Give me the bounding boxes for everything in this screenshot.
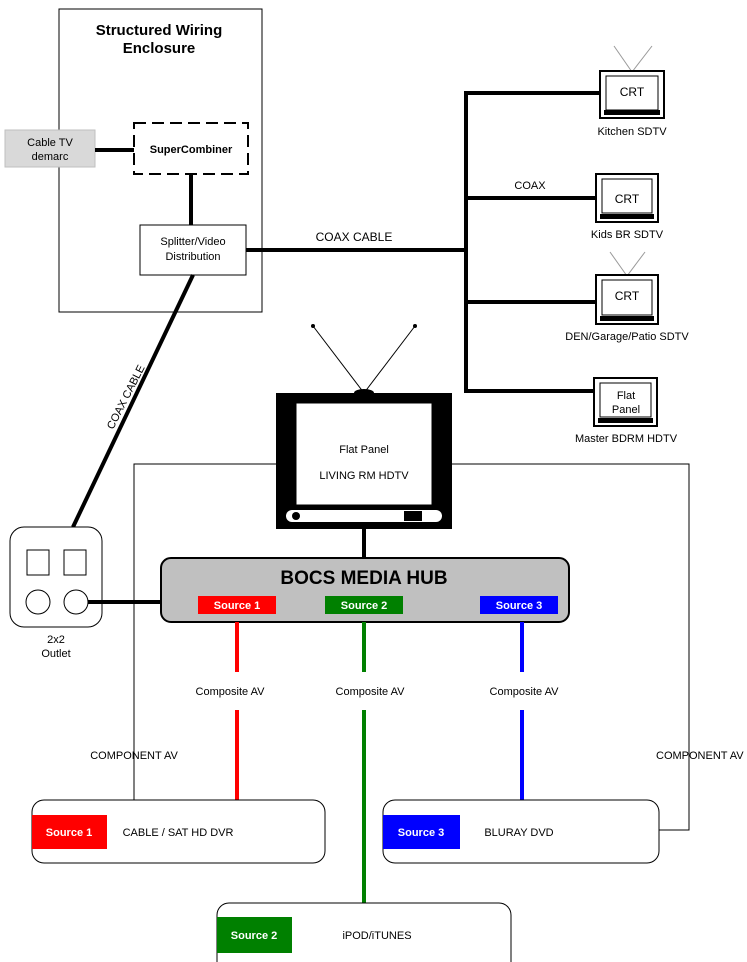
- hub-title: BOCS MEDIA HUB: [280, 568, 447, 589]
- enclosure-title-line2: Enclosure: [123, 40, 196, 57]
- device3-badge-label: Source 3: [398, 827, 444, 839]
- coax-branch-label: COAX: [514, 180, 546, 192]
- device1-badge-label: Source 1: [46, 827, 92, 839]
- den-tv: CRT: [595, 251, 659, 325]
- component-av-right-line: [452, 463, 690, 831]
- coax-cable-label: COAX CABLE: [316, 230, 393, 244]
- device2-source-badge: [217, 917, 292, 953]
- component-av-left-line: [133, 463, 276, 800]
- demarc-line2: demarc: [32, 151, 69, 163]
- supercombiner-box: [133, 122, 249, 175]
- device2-badge-label: Source 2: [231, 930, 277, 942]
- component-av-left-label: COMPONENT AV: [90, 750, 178, 762]
- splitter-box: [139, 224, 247, 276]
- master-tv-screen-line1: Flat: [617, 390, 635, 402]
- outlet-line2: Outlet: [41, 648, 70, 660]
- demarc-line1: Cable TV: [27, 137, 73, 149]
- hub-source3-label: Source 3: [496, 600, 542, 612]
- device3-label: BLURAY DVD: [484, 827, 553, 839]
- living-tv-line1: Flat Panel: [339, 444, 389, 456]
- kitchen-tv-caption: Kitchen SDTV: [597, 126, 667, 138]
- component-av-right-label: COMPONENT AV: [656, 750, 744, 762]
- master-tv: Flat Panel: [593, 377, 658, 427]
- composite-av-1-label: Composite AV: [196, 686, 266, 698]
- device1-label: CABLE / SAT HD DVR: [123, 827, 234, 839]
- splitter-line2: Distribution: [165, 251, 220, 263]
- kids-tv-screen: CRT: [615, 192, 640, 206]
- hub-source1-badge: [198, 596, 276, 614]
- living-tv-line2: LIVING RM HDTV: [319, 470, 409, 482]
- wall-outlet: [9, 526, 103, 628]
- composite-av-3-label: Composite AV: [490, 686, 560, 698]
- enclosure-title-line1: Structured Wiring: [96, 22, 223, 39]
- outlet-line1: 2x2: [47, 634, 65, 646]
- den-tv-screen: CRT: [615, 289, 640, 303]
- hub-source2-badge: [325, 596, 403, 614]
- device3-source-badge: [383, 815, 460, 849]
- master-tv-caption: Master BDRM HDTV: [575, 433, 678, 445]
- kitchen-tv: CRT: [599, 45, 665, 119]
- den-tv-caption: DEN/Garage/Patio SDTV: [565, 331, 689, 343]
- device1-source-badge: [32, 815, 107, 849]
- splitter-line1: Splitter/Video: [160, 236, 225, 248]
- kitchen-tv-screen: CRT: [620, 85, 645, 99]
- hub-source3-badge: [480, 596, 558, 614]
- supercombiner-label: SuperCombiner: [150, 144, 233, 156]
- composite-av-2-label: Composite AV: [336, 686, 406, 698]
- kids-tv-caption: Kids BR SDTV: [591, 229, 664, 241]
- device2-label: iPOD/iTUNES: [342, 930, 411, 942]
- hub-source1-label: Source 1: [214, 600, 260, 612]
- kids-tv: CRT: [595, 173, 659, 223]
- coax-cable-diag-label: COAX CABLE: [105, 363, 148, 431]
- cable-tv-demarc-box: [4, 129, 96, 168]
- master-tv-screen-line2: Panel: [612, 404, 640, 416]
- living-room-tv: Flat Panel LIVING RM HDTV: [276, 324, 452, 529]
- coax-cable-to-outlet: [71, 274, 195, 528]
- hub-source2-label: Source 2: [341, 600, 387, 612]
